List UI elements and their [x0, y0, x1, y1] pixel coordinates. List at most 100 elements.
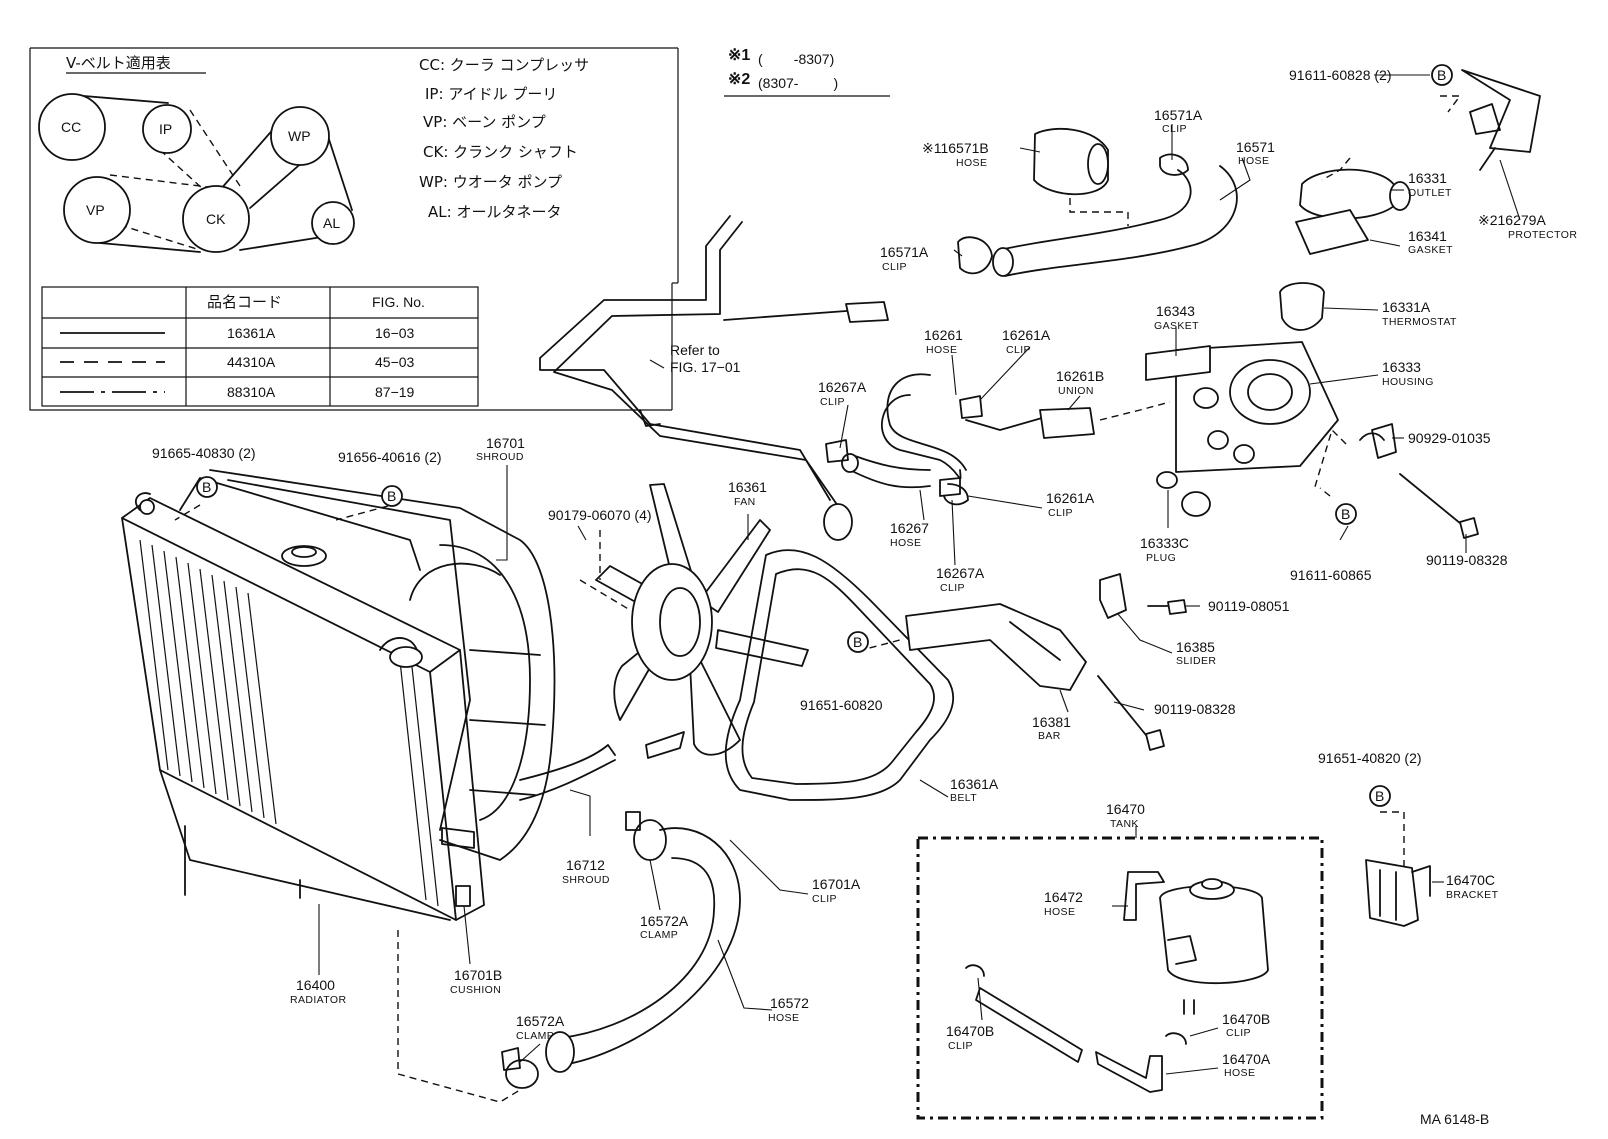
fan-drawing	[579, 483, 809, 759]
bolt-marker-label: B	[387, 488, 396, 504]
callout-91656-40616: 91656-40616 (2)	[338, 449, 442, 465]
callout-90119-08051: 90119-08051	[1208, 598, 1290, 614]
svg-text:CUSHION: CUSHION	[450, 984, 501, 996]
note1-range: ( -8307)	[758, 51, 834, 67]
callout-90119-08328-mid: 90119-08328	[1154, 701, 1236, 717]
svg-text:SHROUD: SHROUD	[562, 874, 610, 886]
svg-text:16261A: 16261A	[1002, 327, 1051, 343]
callout-16572a-mid: 16572A CLAMP	[640, 913, 689, 941]
callout-91665-40830: 91665-40830 (2)	[152, 445, 256, 461]
leader-lines	[318, 74, 1521, 1075]
callout-16361: 16361 FAN	[728, 479, 767, 508]
protector-part	[1461, 69, 1541, 153]
union-part	[1039, 407, 1095, 439]
svg-text:16571A: 16571A	[880, 244, 929, 260]
callout-16267: 16267 HOSE	[890, 520, 929, 549]
svg-text:16712: 16712	[566, 857, 605, 873]
callout-16470: 16470 TANK	[1106, 801, 1145, 830]
table-row-fig: 16−03	[375, 325, 415, 341]
svg-text:16470B: 16470B	[1222, 1011, 1270, 1027]
svg-text:FAN: FAN	[734, 496, 756, 508]
slider-part	[1099, 573, 1127, 619]
callout-16571a-left: 16571A CLIP	[880, 244, 929, 273]
callout-labels: ※116571B HOSE 16571A CLIP 16571 HOSE 165…	[152, 67, 1577, 1127]
legend-ip: IP: アイドル プーリ	[425, 85, 557, 103]
callout-16261a-bot: 16261A CLIP	[1046, 490, 1095, 519]
bolt-marker-label: B	[1437, 67, 1446, 83]
svg-text:16571A: 16571A	[1154, 107, 1203, 123]
pulley-wp	[270, 106, 330, 166]
reserve-tank	[1159, 885, 1269, 985]
note2-mark: ※2	[728, 71, 750, 88]
svg-text:BELT: BELT	[950, 792, 977, 804]
lower-hose-drawing	[501, 811, 741, 1089]
bar-part	[905, 603, 1087, 691]
bolt-marker-icon	[381, 485, 403, 507]
svg-text:16572A: 16572A	[640, 913, 689, 929]
svg-text:BRACKET: BRACKET	[1446, 889, 1499, 901]
svg-text:CLIP: CLIP	[820, 396, 845, 408]
svg-text:16333C: 16333C	[1140, 535, 1189, 551]
svg-text:FIG. 17−01: FIG. 17−01	[670, 359, 741, 375]
pulley-ip	[142, 104, 192, 154]
svg-text:HOSE: HOSE	[1238, 155, 1269, 167]
svg-text:16331A: 16331A	[1382, 299, 1431, 315]
callout-16701a: 16701A CLIP	[812, 876, 861, 905]
callout-16400: 16400 RADIATOR	[290, 977, 346, 1006]
legend-wp: WP: ウオータ ポンプ	[419, 173, 562, 191]
pulley-legend: CC: クーラ コンプレッサ IP: アイドル プーリ VP: ベーン ポンプ …	[419, 56, 589, 221]
vbelt-application-box: V-ベルト適用表 CC IP WP VP CK AL	[29, 47, 679, 411]
bolt-marker-icon	[1335, 503, 1357, 525]
belt-drawing	[724, 549, 955, 801]
svg-text:16333: 16333	[1382, 359, 1421, 375]
callout-16712: 16712 SHROUD	[562, 857, 610, 886]
callout-90179-06070: 90179-06070 (4)	[548, 507, 652, 523]
svg-text:CLIP: CLIP	[1048, 507, 1073, 519]
table-row-fig: 45−03	[375, 354, 415, 370]
bolt-marker-icon	[847, 631, 869, 653]
svg-text:UNION: UNION	[1058, 385, 1094, 397]
pulley-cc	[38, 93, 106, 161]
svg-text:16381: 16381	[1032, 714, 1071, 730]
svg-text:Refer to: Refer to	[670, 342, 720, 358]
svg-text:16361: 16361	[728, 479, 767, 495]
svg-text:HOSE: HOSE	[956, 157, 987, 169]
svg-text:HOSE: HOSE	[768, 1012, 799, 1024]
pulley-label-wp: WP	[288, 128, 311, 144]
pulley-ck	[182, 185, 250, 253]
radiator-drawing	[121, 477, 485, 921]
bracket-drawing	[1365, 811, 1431, 927]
svg-text:CLIP: CLIP	[882, 261, 907, 273]
legend-al: AL: オールタネータ	[428, 203, 561, 221]
svg-text:16261: 16261	[924, 327, 963, 343]
svg-text:16571: 16571	[1236, 139, 1275, 155]
svg-text:16400: 16400	[296, 977, 335, 993]
svg-text:CLIP: CLIP	[940, 582, 965, 594]
callout-16331: 16331 OUTLET	[1408, 170, 1452, 199]
bypass-hose-drawing	[825, 373, 1171, 506]
svg-text:16267: 16267	[890, 520, 929, 536]
legend-vp: VP: ベーン ポンプ	[423, 113, 546, 131]
bolt-marker-label: B	[853, 634, 862, 650]
svg-text:16701: 16701	[486, 435, 525, 451]
svg-text:CLIP: CLIP	[1226, 1027, 1251, 1039]
bolt-marker-label: B	[1375, 788, 1384, 804]
svg-text:HOSE: HOSE	[890, 537, 921, 549]
callout-16331a: 16331A THERMOSTAT	[1382, 299, 1457, 328]
svg-text:16341: 16341	[1408, 228, 1447, 244]
bolt-markers: B B B B B B	[196, 64, 1453, 807]
bolt-marker-icon	[1369, 785, 1391, 807]
callout-16381: 16381 BAR	[1032, 714, 1071, 742]
svg-text:HOUSING: HOUSING	[1382, 376, 1434, 388]
svg-text:GASKET: GASKET	[1154, 320, 1199, 332]
callout-16571: 16571 HOSE	[1236, 139, 1275, 167]
svg-text:16470C: 16470C	[1446, 872, 1495, 888]
pulley-label-cc: CC	[61, 119, 81, 135]
table-row-fig: 87−19	[375, 384, 415, 400]
callout-16341: 16341 GASKET	[1408, 228, 1453, 256]
svg-text:SLIDER: SLIDER	[1176, 655, 1216, 667]
table-header-fig: FIG. No.	[372, 294, 425, 310]
bolt-marker-label: B	[202, 479, 211, 495]
callout-16701b: 16701B CUSHION	[450, 967, 502, 996]
